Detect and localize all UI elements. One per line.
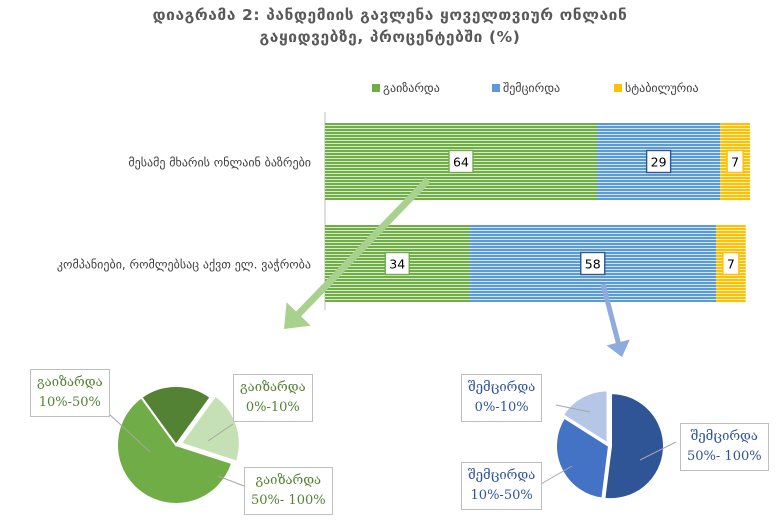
- data-label-0-2: 7: [731, 155, 739, 170]
- left-pie-slice-2: [179, 394, 241, 463]
- pie-callout-3-l2: 0%-10%: [474, 400, 529, 415]
- pie-callout-2-l2: 50%- 100%: [251, 493, 326, 508]
- right-pie-slice-1: [555, 416, 611, 500]
- chart-title-line-1: დიაგრამა 2: პანდემიის გავლენა ყოველთვიურ…: [152, 6, 628, 24]
- category-label-0: მესამე მხარის ონლაინ ბაზრები: [128, 156, 311, 170]
- stacked-bars: მესამე მხარის ონლაინ ბაზრები 64 29 7 კომპანი…: [57, 123, 750, 302]
- pie-callout-5-l1: შემცირდა: [468, 468, 536, 483]
- pie-callout-5-l2: 10%-50%: [470, 488, 533, 503]
- pie-callout-2: გაიზარდა 50%- 100%: [244, 467, 333, 515]
- data-label-0-0: 64: [453, 155, 469, 170]
- data-label-1-1: 58: [585, 257, 601, 272]
- green-arrow: [284, 177, 431, 329]
- pie-callout-1: გაიზარდა 0%-10%: [233, 374, 313, 422]
- data-label-box-0-2: [726, 149, 744, 174]
- callout-leader-2: [217, 475, 245, 487]
- pie-callout-1-l2: 0%-10%: [245, 400, 300, 415]
- pie-callout-4: შემცირდა 50%- 100%: [680, 423, 769, 471]
- data-label-0-1: 29: [651, 155, 667, 170]
- pie-callout-4-l2: 50%- 100%: [687, 449, 762, 464]
- pie-callout-3: შემცირდა 0%-10%: [461, 374, 543, 422]
- blue-arrow: [600, 283, 630, 357]
- chart-title-line-2: გაყიდვებზე, პროცენტებში (%): [259, 28, 521, 46]
- right-pie-slice-0: [603, 392, 665, 501]
- data-label-box-0-0: [448, 149, 474, 174]
- pie-callout-0-l2: 10%-50%: [38, 395, 101, 410]
- data-label-box-1-0: [384, 251, 410, 276]
- callout-leader-1: [207, 423, 234, 442]
- callout-leader-4: [555, 404, 591, 413]
- callout-leader-0: [107, 412, 151, 453]
- pie-callout-5: შემცირდა 10%-50%: [461, 462, 543, 510]
- pie-callout-2-l1: გაიზარდა: [255, 473, 322, 488]
- legend-label-1: შემცირდა: [503, 81, 560, 95]
- legend-label-0: გაიზარდა: [383, 81, 440, 95]
- pie-callout-0: გაიზარდა 10%-50%: [30, 369, 110, 417]
- callout-leader-5: [540, 465, 573, 485]
- right-pie-slice-2: [561, 389, 609, 446]
- chart-title: დიაგრამა 2: პანდემიის გავლენა ყოველთვიურ…: [0, 4, 780, 48]
- data-label-1-2: 7: [727, 257, 735, 272]
- data-label-box-1-1: [580, 251, 606, 276]
- legend-swatch-2: [614, 84, 622, 92]
- pie-callout-3-l1: შემცირდა: [468, 380, 536, 395]
- arrows: [284, 177, 630, 357]
- data-label-box-1-2: [722, 251, 740, 276]
- legend-swatch-0: [372, 84, 380, 92]
- pie-charts: [107, 385, 677, 505]
- pie-callout-4-l1: შემცირდა: [690, 429, 758, 444]
- data-label-1-0: 34: [389, 257, 405, 272]
- left-pie-slice-0: [116, 395, 234, 505]
- callout-leader-3: [639, 441, 677, 461]
- legend-label-2: სტაბილურია: [625, 81, 699, 95]
- left-pie-slice-1: [139, 385, 213, 447]
- legend-swatch-1: [492, 84, 500, 92]
- legend: გაიზარდა შემცირდა სტაბილურია: [372, 81, 699, 95]
- pie-callout-1-l1: გაიზარდა: [240, 380, 306, 395]
- data-label-box-0-1: [645, 149, 672, 174]
- category-label-1: კომპანიები, რომლებსაც აქვთ ელ. ვაჭრობა: [57, 258, 311, 272]
- pie-callout-0-l1: გაიზარდა: [37, 375, 103, 390]
